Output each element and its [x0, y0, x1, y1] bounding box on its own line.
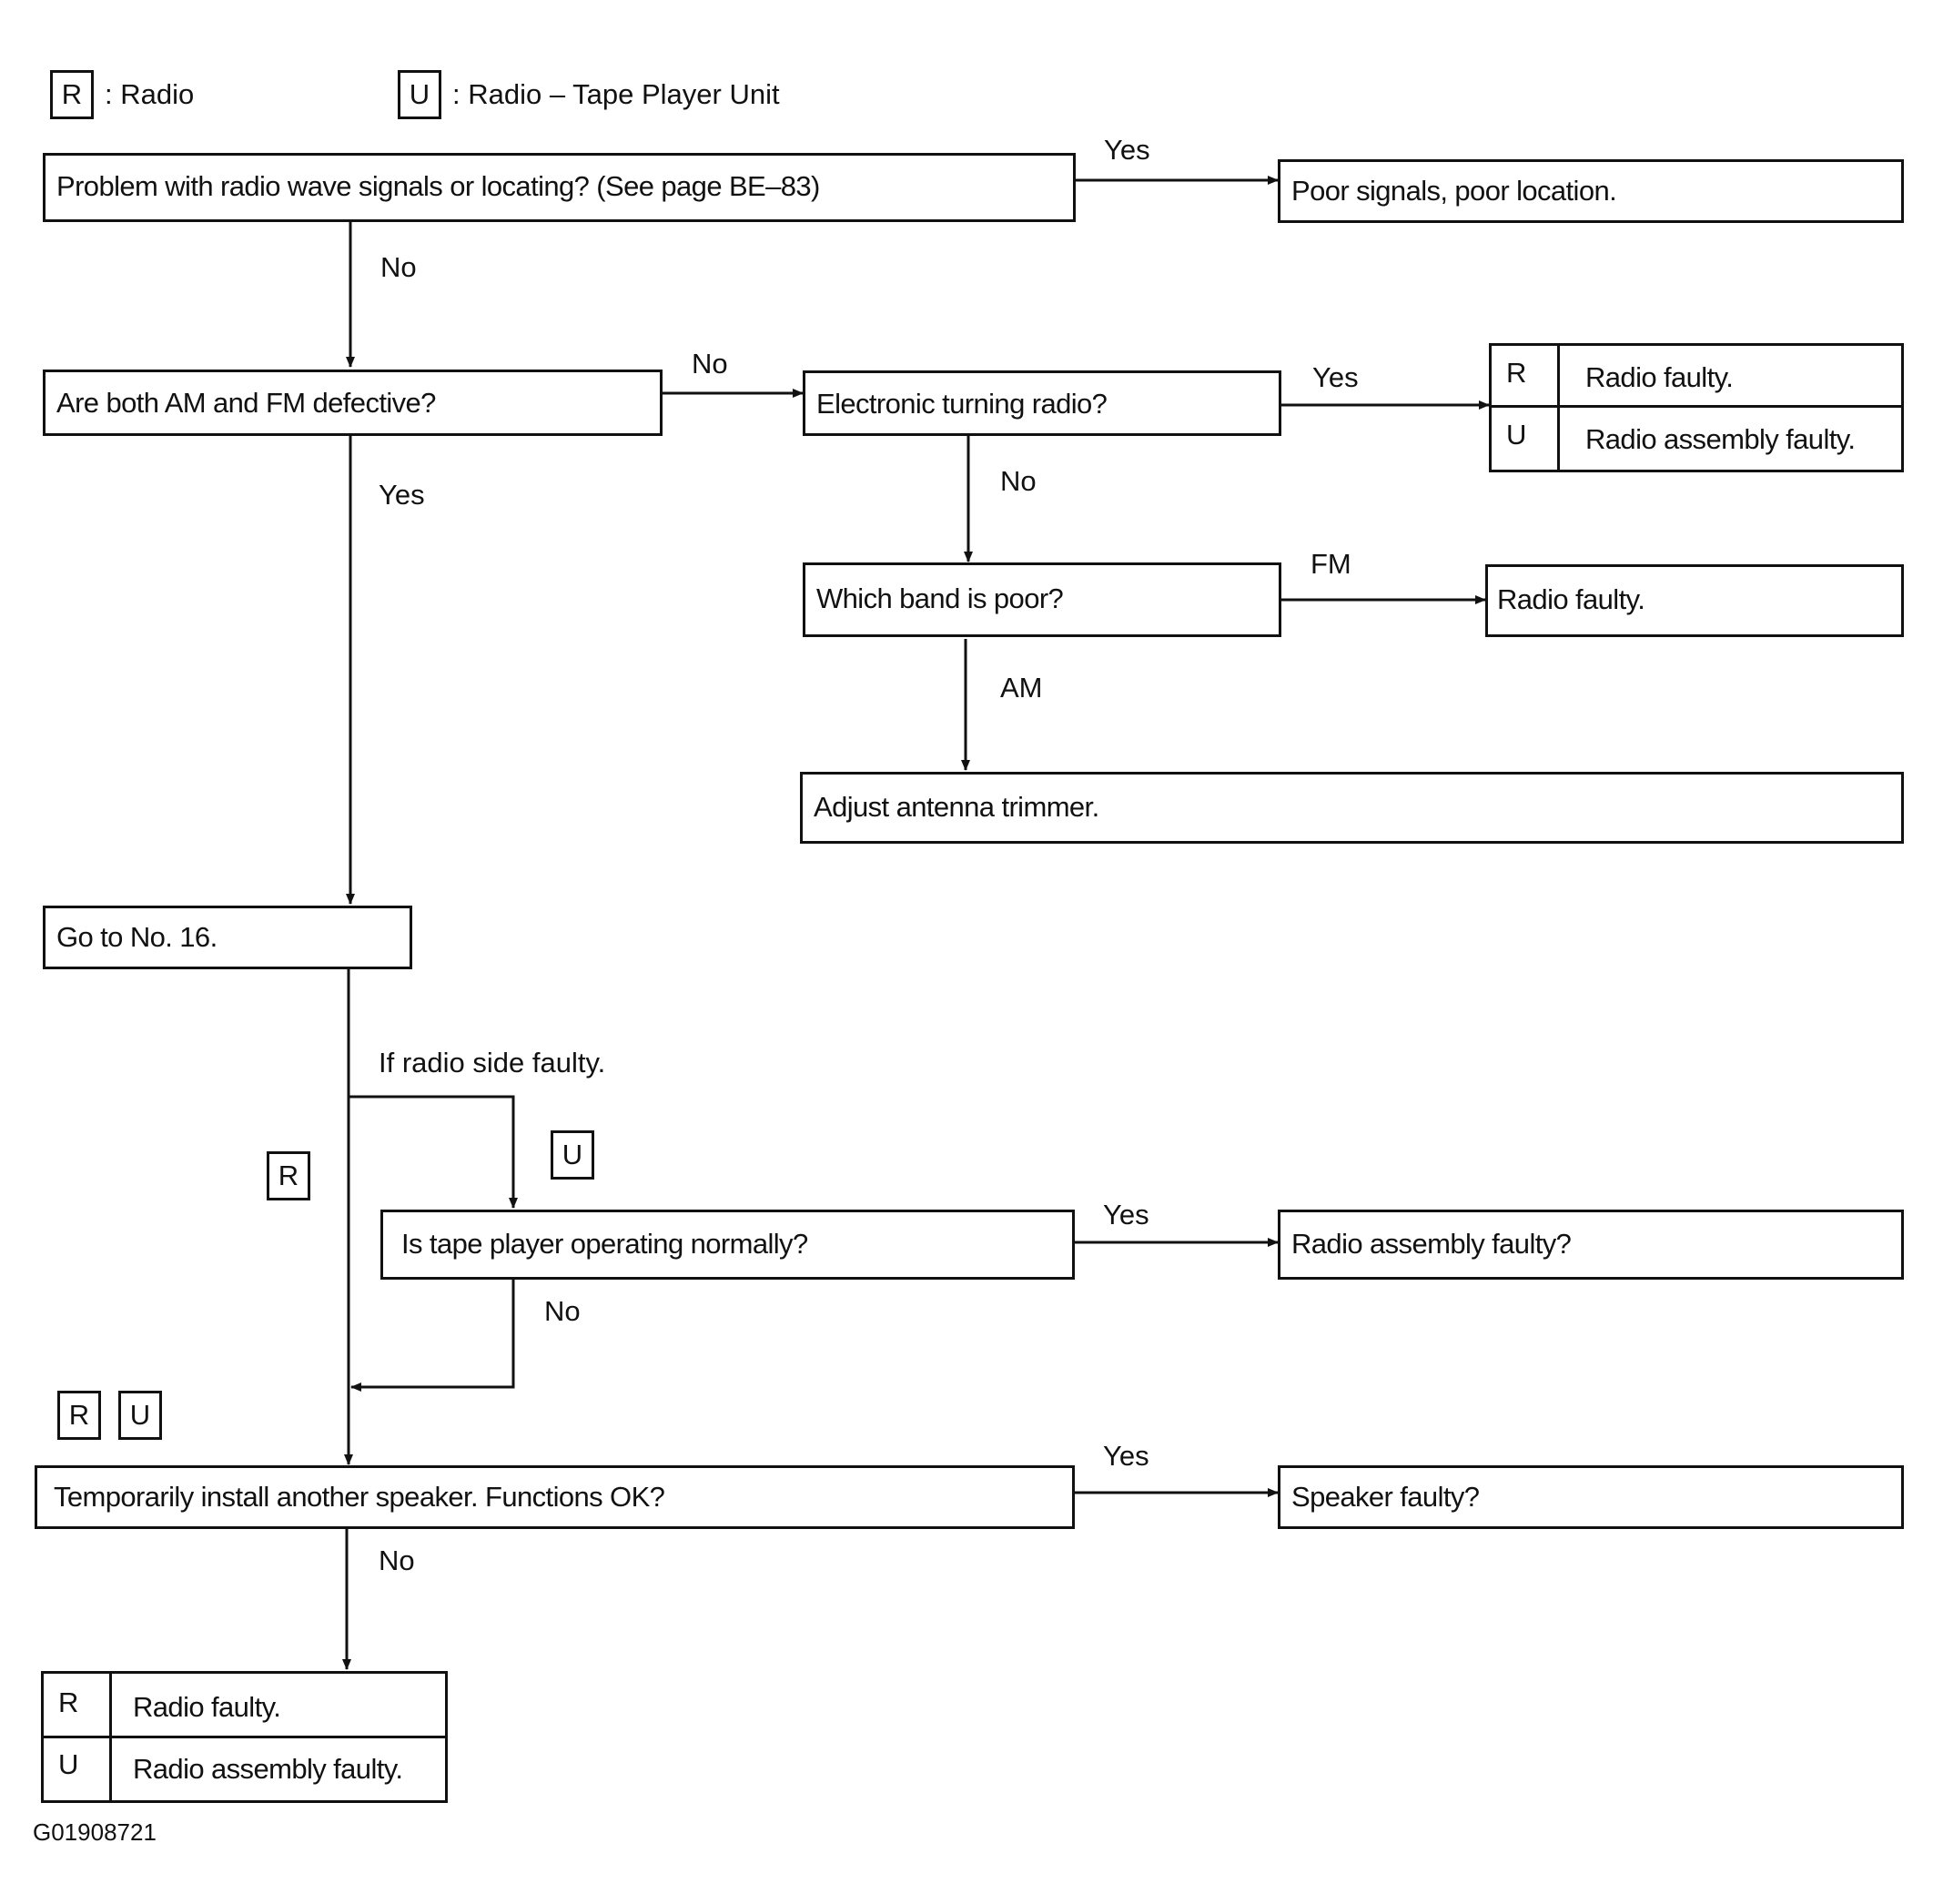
- node-radio-assembly-question: Radio assembly faulty?: [1278, 1210, 1904, 1280]
- merge-tag-u: U: [118, 1391, 162, 1440]
- edge-label-if-radio-side: If radio side faulty.: [379, 1047, 606, 1079]
- node-am-fm-question: Are both AM and FM defective?: [43, 370, 663, 436]
- node-poor-signals-text: Poor signals, poor location.: [1291, 175, 1617, 207]
- result-table-top-tag-r: R: [1506, 357, 1526, 389]
- result-table-bottom-tag-r: R: [58, 1686, 78, 1718]
- node-goto-16-text: Go to No. 16.: [56, 921, 218, 953]
- edge-label-yes-3: Yes: [379, 479, 425, 511]
- arrow-tape-no: [350, 1277, 515, 1392]
- node-electronic-question-text: Electronic turning radio?: [816, 388, 1108, 420]
- legend-r-tag: R: [50, 70, 94, 119]
- result-table-bottom-text-r: Radio faulty.: [133, 1691, 281, 1723]
- edge-label-no-1: No: [380, 251, 417, 283]
- merge-tag-r: R: [57, 1391, 101, 1440]
- node-adjust-antenna-trimmer: Adjust antenna trimmer.: [800, 772, 1904, 844]
- node-electronic-question: Electronic turning radio?: [803, 370, 1281, 436]
- result-table-top-tag-u: U: [1506, 419, 1526, 451]
- edge-label-yes-4: Yes: [1103, 1199, 1149, 1231]
- edge-label-no-5: No: [379, 1544, 415, 1576]
- result-table-top-divider-h: [1492, 405, 1901, 408]
- node-poor-signals: Poor signals, poor location.: [1278, 159, 1904, 223]
- branch-tag-u: U: [551, 1130, 594, 1180]
- result-table-top-text-r: Radio faulty.: [1585, 361, 1734, 393]
- node-goto-16: Go to No. 16.: [43, 906, 412, 969]
- node-which-band-question-text: Which band is poor?: [816, 582, 1064, 614]
- edge-label-fm: FM: [1311, 548, 1351, 580]
- node-radio-faulty-fm-text: Radio faulty.: [1497, 583, 1645, 615]
- legend-r-label: : Radio: [105, 78, 195, 110]
- branch-tag-r: R: [267, 1151, 310, 1200]
- edge-label-no-3: No: [1000, 465, 1037, 497]
- result-table-top: R Radio faulty. U Radio assembly faulty.: [1489, 343, 1904, 472]
- result-table-bottom-tag-u: U: [58, 1748, 78, 1780]
- result-table-top-text-u: Radio assembly faulty.: [1585, 423, 1856, 455]
- figure-code: G01908721: [33, 1818, 157, 1846]
- node-tape-question: Is tape player operating normally?: [380, 1210, 1075, 1280]
- edge-label-yes-1: Yes: [1104, 134, 1150, 166]
- node-speaker-faulty-text: Speaker faulty?: [1291, 1481, 1480, 1513]
- node-which-band-question: Which band is poor?: [803, 562, 1281, 637]
- edge-label-am: AM: [1000, 672, 1043, 704]
- node-radio-faulty-fm: Radio faulty.: [1485, 564, 1904, 637]
- node-speaker-faulty: Speaker faulty?: [1278, 1465, 1904, 1529]
- node-speaker-question-text: Temporarily install another speaker. Fun…: [54, 1481, 665, 1513]
- result-table-bottom: R Radio faulty. U Radio assembly faulty.: [41, 1671, 448, 1803]
- edge-label-yes-5: Yes: [1103, 1440, 1149, 1472]
- node-problem-question: Problem with radio wave signals or locat…: [43, 153, 1076, 222]
- result-table-top-divider-v: [1557, 346, 1560, 470]
- result-table-bottom-divider-h: [44, 1736, 445, 1738]
- node-problem-question-text: Problem with radio wave signals or locat…: [56, 170, 820, 202]
- node-radio-assembly-question-text: Radio assembly faulty?: [1291, 1228, 1572, 1260]
- node-adjust-antenna-trimmer-text: Adjust antenna trimmer.: [814, 791, 1099, 823]
- arrow-branch-u: [349, 1095, 518, 1209]
- edge-label-no-2: No: [692, 348, 728, 380]
- legend-u-label: : Radio – Tape Player Unit: [452, 78, 780, 110]
- edge-label-no-4: No: [544, 1295, 581, 1327]
- legend-u-tag: U: [398, 70, 441, 119]
- node-am-fm-question-text: Are both AM and FM defective?: [56, 387, 436, 419]
- edge-label-yes-2: Yes: [1312, 361, 1359, 393]
- result-table-bottom-text-u: Radio assembly faulty.: [133, 1753, 403, 1785]
- node-tape-question-text: Is tape player operating normally?: [401, 1228, 808, 1260]
- node-speaker-question: Temporarily install another speaker. Fun…: [35, 1465, 1075, 1529]
